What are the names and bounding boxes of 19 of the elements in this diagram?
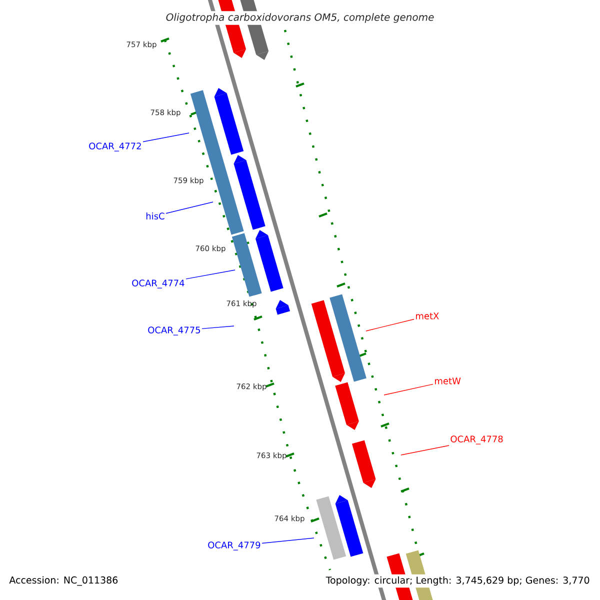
accession-text: Accession: NC_011386	[7, 574, 120, 588]
gene-label: metX	[416, 312, 439, 320]
leader-line	[262, 538, 314, 544]
gene-label: OCAR_4772	[89, 142, 141, 152]
leader-line	[166, 202, 214, 214]
leader-line	[366, 318, 414, 332]
leader-line	[142, 132, 190, 142]
gene-label: OCAR_4775	[148, 326, 200, 336]
gene-label: OCAR_4779	[208, 542, 260, 550]
gene-label: OCAR_4774	[132, 280, 184, 288]
gene-label: OCAR_4778	[450, 436, 503, 444]
leader-line	[202, 326, 234, 330]
leader-line	[400, 445, 450, 456]
gene-label: metW	[435, 378, 461, 384]
title: Oligotropha carboxidovorans OM5, complete genome	[164, 11, 436, 25]
leader-line	[384, 384, 434, 396]
topology-text: Topology: circular; Length: 3,745,629 bp; Genes: 3,770	[324, 574, 592, 588]
leader-line	[186, 270, 236, 280]
gene-label: hisC	[146, 212, 164, 220]
